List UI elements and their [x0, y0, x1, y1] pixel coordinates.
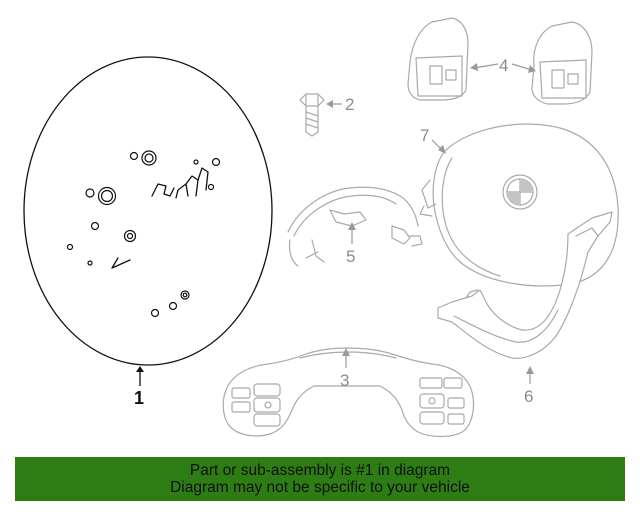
- part-5-wiring-harness[interactable]: [287, 186, 423, 267]
- part-4-paddle-shifters[interactable]: [407, 17, 593, 105]
- parts-diagram: 1 2 4 7: [23, 17, 619, 438]
- callout-1: 1: [134, 366, 144, 408]
- callout-2: 2: [326, 95, 354, 114]
- callout-label-3: 3: [340, 371, 349, 390]
- banner-line-2: Diagram may not be specific to your vehi…: [170, 479, 470, 496]
- part-7-airbag-module[interactable]: [419, 123, 619, 287]
- info-banner: Part or sub-assembly is #1 in diagram Di…: [15, 457, 625, 501]
- part-1-wire-harness-assembly[interactable]: [23, 56, 273, 366]
- banner-line-1: Part or sub-assembly is #1 in diagram: [189, 462, 451, 479]
- callout-3: 3: [340, 348, 350, 390]
- part-2-bolt[interactable]: [299, 93, 325, 137]
- callout-label-5: 5: [346, 247, 355, 266]
- callout-4: 4: [470, 56, 536, 75]
- part-1-detail-features: [66, 150, 221, 318]
- callout-label-6: 6: [524, 387, 533, 406]
- part-3-multifunction-switch[interactable]: [222, 347, 475, 438]
- part-1-outline: [23, 56, 273, 366]
- callout-label-2: 2: [345, 95, 354, 114]
- callout-label-1: 1: [134, 388, 144, 408]
- part-6-lower-trim-cover[interactable]: [437, 211, 613, 359]
- callout-5: 5: [346, 222, 356, 266]
- callout-6: 6: [524, 366, 534, 406]
- callout-label-4: 4: [499, 56, 508, 75]
- callout-label-7: 7: [420, 126, 429, 145]
- callout-7: 7: [420, 126, 446, 154]
